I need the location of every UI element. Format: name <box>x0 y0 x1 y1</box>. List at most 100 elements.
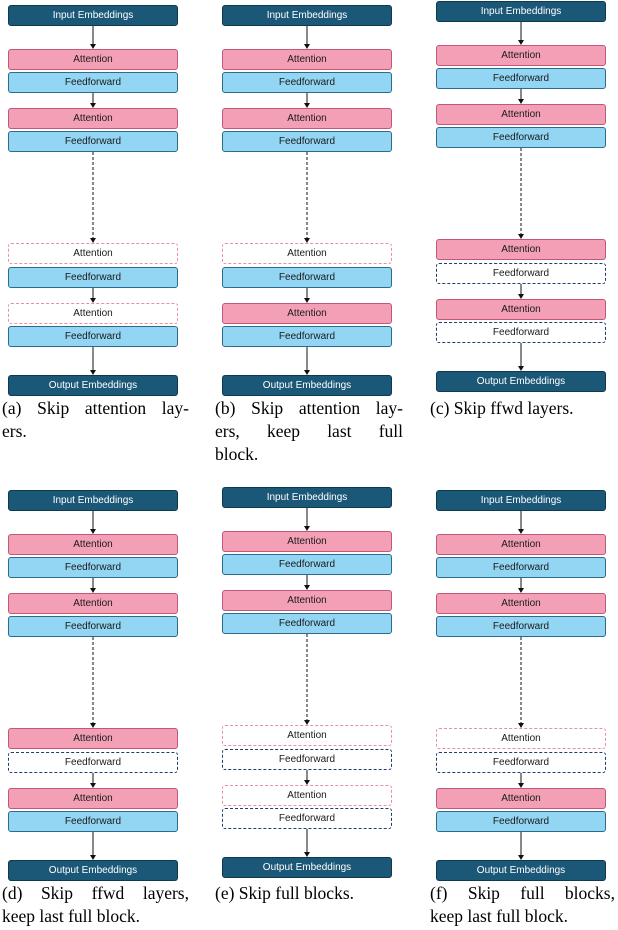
skipped-feedforward-box: Feedforward <box>222 749 392 770</box>
connectors <box>90 511 96 860</box>
feedforward-box-label: Feedforward <box>492 73 550 84</box>
feedforward-box: Feedforward <box>436 557 606 578</box>
caption-b: (b) Skip attention lay-ers, keep last fu… <box>215 397 403 466</box>
arrowhead <box>304 370 310 375</box>
arrowhead <box>518 783 524 788</box>
output-embeddings-box: Output Embeddings <box>436 371 606 392</box>
attention-box: Attention <box>436 788 606 809</box>
attention-box: Attention <box>8 593 178 614</box>
arrowhead <box>518 855 524 860</box>
input-embeddings-box-label: Input Embeddings <box>480 6 562 17</box>
caption-line: (a) Skip attention lay- <box>2 398 189 418</box>
arrowhead <box>90 103 96 108</box>
caption-line: (c) Skip ffwd layers. <box>430 398 574 418</box>
feedforward-box: Feedforward <box>436 811 606 832</box>
skipped-attention-box: Attention <box>222 725 392 746</box>
attention-box: Attention <box>8 788 178 809</box>
feedforward-box: Feedforward <box>8 616 178 637</box>
output-embeddings-box-label: Output Embeddings <box>476 865 566 876</box>
attention-box: Attention <box>436 593 606 614</box>
output-embeddings-box: Output Embeddings <box>222 857 392 878</box>
feedforward-box: Feedforward <box>436 68 606 89</box>
arrowhead <box>518 40 524 45</box>
feedforward-box-label: Feedforward <box>278 272 336 283</box>
skipped-feedforward-box: Feedforward <box>436 752 606 773</box>
arrowhead <box>90 44 96 49</box>
feedforward-box-label: Feedforward <box>64 77 122 88</box>
feedforward-box-label: Feedforward <box>64 621 122 632</box>
attention-box-label: Attention <box>73 598 113 609</box>
skipped-feedforward-box-label: Feedforward <box>278 754 336 765</box>
skipped-feedforward-box: Feedforward <box>436 263 606 284</box>
skipped-attention-box-label: Attention <box>73 248 113 259</box>
arrowhead <box>304 298 310 303</box>
attention-box: Attention <box>222 303 392 324</box>
skipped-attention-box: Attention <box>8 243 178 264</box>
output-embeddings-box: Output Embeddings <box>436 860 606 881</box>
connectors <box>518 511 524 860</box>
feedforward-box: Feedforward <box>8 557 178 578</box>
attention-box: Attention <box>8 728 178 749</box>
skipped-feedforward-box-label: Feedforward <box>492 268 550 279</box>
skipped-attention-box: Attention <box>436 728 606 749</box>
attention-box-label: Attention <box>73 54 113 65</box>
attention-box: Attention <box>222 49 392 70</box>
connectors <box>518 22 524 371</box>
attention-box-label: Attention <box>501 50 541 61</box>
caption-line: keep last full block. <box>2 906 141 926</box>
attention-box: Attention <box>8 108 178 129</box>
caption-c: (c) Skip ffwd layers. <box>430 397 612 420</box>
attention-box-label: Attention <box>73 113 113 124</box>
feedforward-box-label: Feedforward <box>64 331 122 342</box>
feedforward-box-label: Feedforward <box>64 272 122 283</box>
input-embeddings-box-label: Input Embeddings <box>266 492 348 503</box>
skipped-attention-box-label: Attention <box>287 790 327 801</box>
attention-box-label: Attention <box>73 793 113 804</box>
attention-box-label: Attention <box>287 113 327 124</box>
skipped-attention-box-label: Attention <box>287 248 327 259</box>
feedforward-box-label: Feedforward <box>64 816 122 827</box>
arrowhead <box>304 44 310 49</box>
attention-box: Attention <box>436 239 606 260</box>
attention-box: Attention <box>222 590 392 611</box>
feedforward-box: Feedforward <box>436 127 606 148</box>
skipped-attention-box-label: Attention <box>501 733 541 744</box>
input-embeddings-box: Input Embeddings <box>8 490 178 511</box>
attention-box-label: Attention <box>287 54 327 65</box>
feedforward-box: Feedforward <box>8 131 178 152</box>
output-embeddings-box-label: Output Embeddings <box>262 862 352 873</box>
arrowhead <box>518 294 524 299</box>
attention-box-label: Attention <box>73 539 113 550</box>
input-embeddings-box: Input Embeddings <box>8 5 178 26</box>
attention-box-label: Attention <box>287 308 327 319</box>
attention-box-label: Attention <box>501 539 541 550</box>
arrowhead <box>90 783 96 788</box>
arrowhead <box>518 366 524 371</box>
feedforward-box: Feedforward <box>8 72 178 93</box>
skipped-feedforward-box-label: Feedforward <box>492 327 550 338</box>
input-embeddings-box-label: Input Embeddings <box>266 10 348 21</box>
attention-box-label: Attention <box>501 244 541 255</box>
attention-box: Attention <box>8 49 178 70</box>
input-embeddings-box: Input Embeddings <box>436 490 606 511</box>
skipped-attention-box-label: Attention <box>287 730 327 741</box>
arrowhead <box>304 526 310 531</box>
input-embeddings-box: Input Embeddings <box>222 5 392 26</box>
feedforward-box-label: Feedforward <box>278 77 336 88</box>
arrowhead <box>518 588 524 593</box>
skipped-attention-box: Attention <box>8 303 178 324</box>
feedforward-box-label: Feedforward <box>492 816 550 827</box>
skipped-feedforward-box-label: Feedforward <box>278 813 336 824</box>
caption-d: (d) Skip ffwd layers,keep last full bloc… <box>2 882 189 928</box>
feedforward-box: Feedforward <box>222 554 392 575</box>
feedforward-box-label: Feedforward <box>278 618 336 629</box>
feedforward-box-label: Feedforward <box>64 136 122 147</box>
input-embeddings-box-label: Input Embeddings <box>480 495 562 506</box>
arrowhead <box>90 588 96 593</box>
skipped-feedforward-box-label: Feedforward <box>64 757 122 768</box>
